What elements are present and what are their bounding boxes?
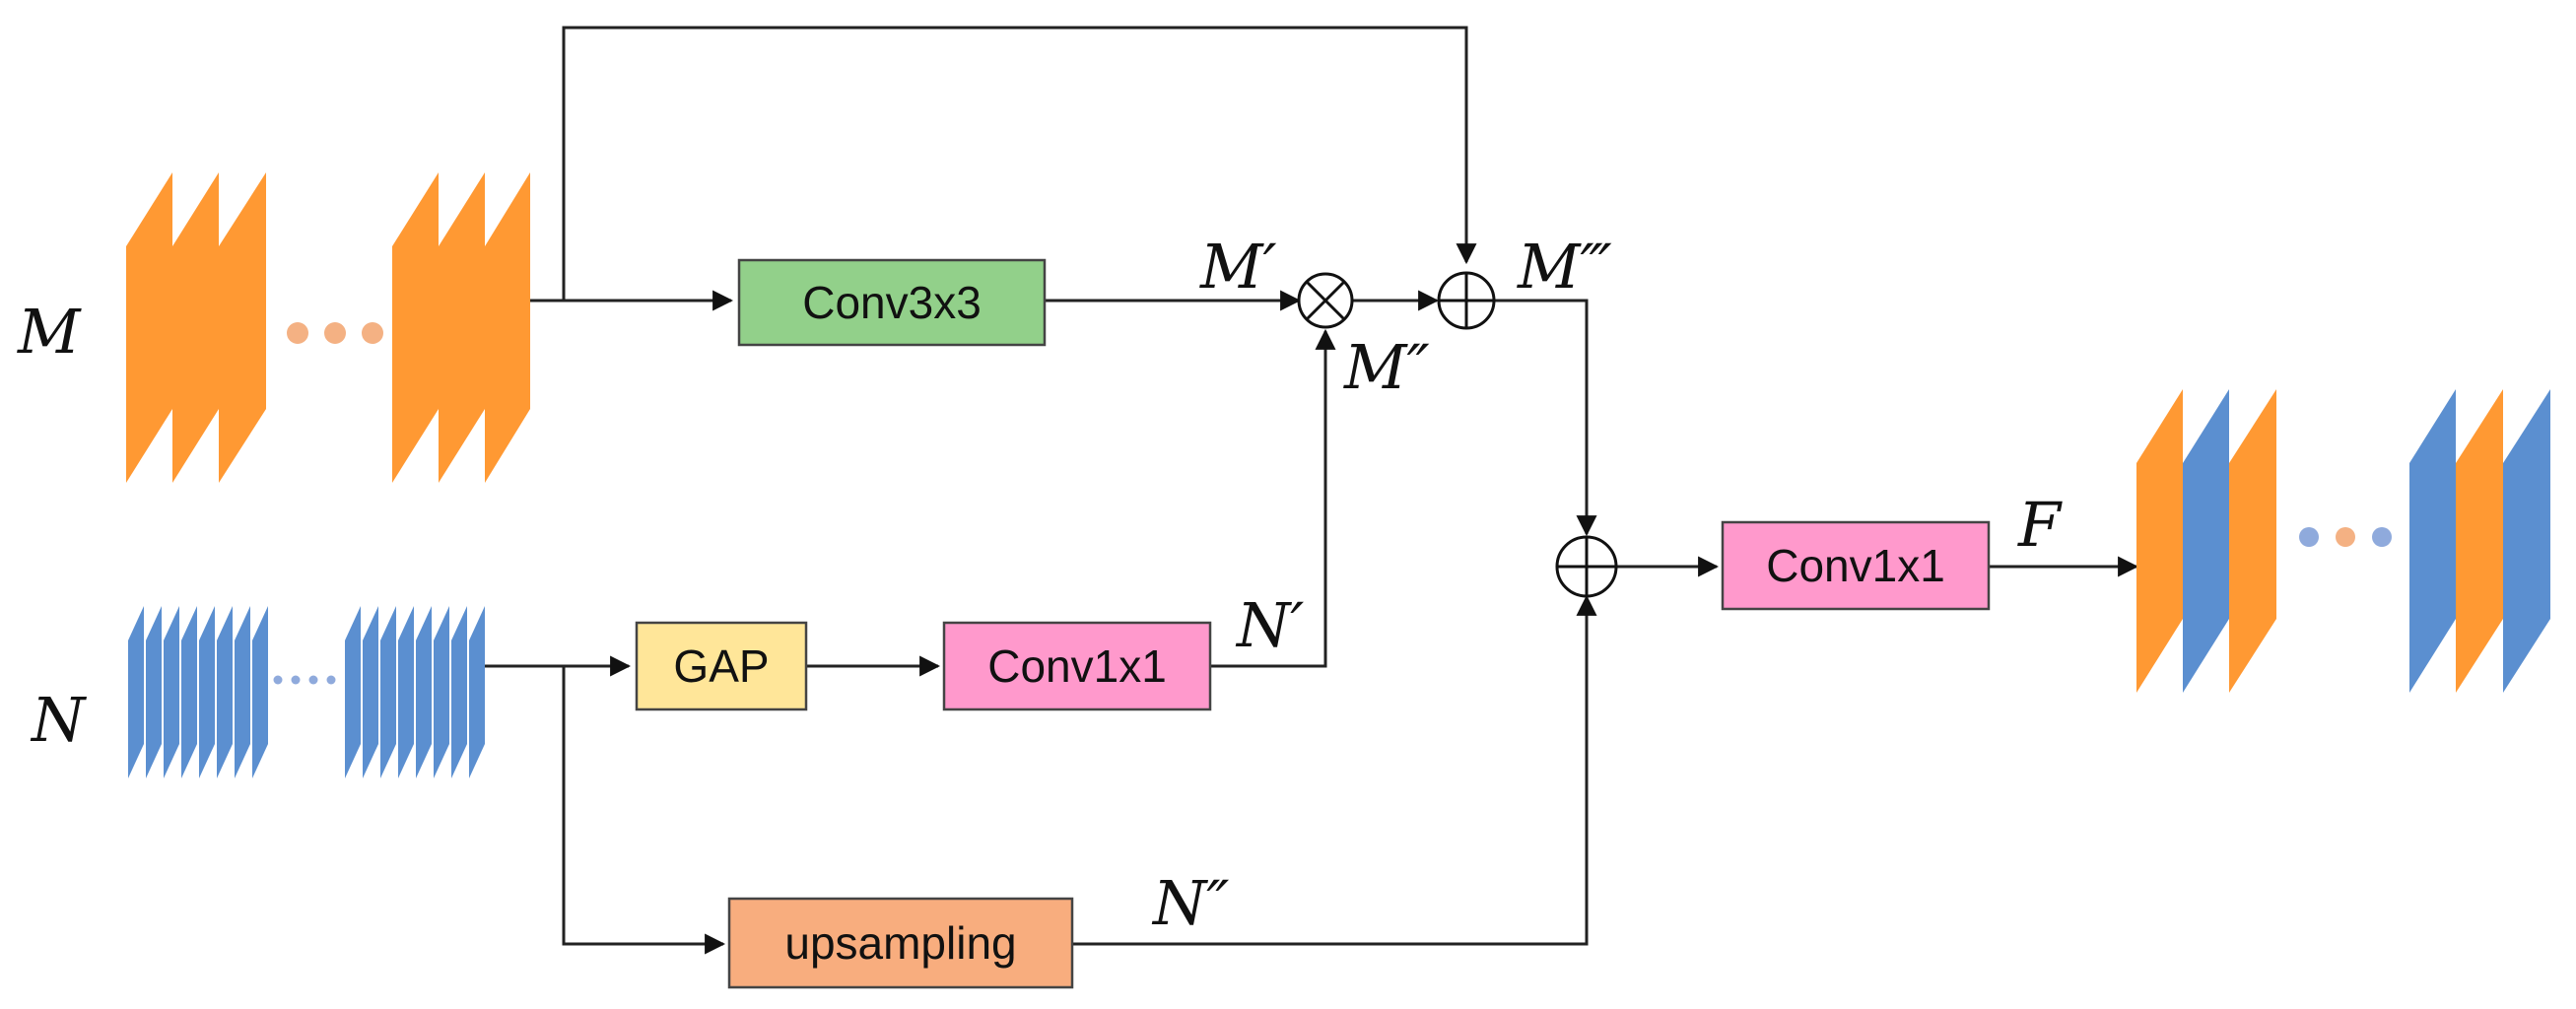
m-input-label: M (17, 296, 82, 368)
add-to-fusion-arrow (1494, 299, 1597, 537)
n-input-label: N (30, 684, 88, 756)
m-skip-connection (562, 26, 1477, 301)
n-prime-label: N′ (1235, 589, 1304, 661)
n-stack-left (128, 606, 268, 778)
upsampling-block: upsampling (727, 897, 1074, 989)
m-triple-prime-label: M‴ (1517, 231, 1612, 303)
f-stack-ellipsis (2299, 527, 2392, 547)
gap-block: GAP (635, 621, 808, 711)
n-to-upsampling-arrow (562, 666, 726, 955)
n-feature-stack (128, 606, 485, 778)
conv1x1-n-block: Conv1x1 (942, 621, 1212, 711)
m-stack-ellipsis (287, 322, 383, 344)
n-double-prime-label: N″ (1151, 867, 1229, 939)
m-feature-stack (126, 172, 530, 483)
multiply-operator-icon (1297, 272, 1354, 329)
conv1x1-to-multiply-arrow (1210, 328, 1336, 668)
gap-label: GAP (673, 640, 769, 692)
m-prime-label: M′ (1199, 231, 1277, 303)
conv1x1-n-label: Conv1x1 (987, 640, 1167, 692)
n-stack-ellipsis (273, 675, 336, 685)
connections (485, 26, 2139, 955)
n-stack-right (345, 606, 485, 778)
f-stack-right (2409, 389, 2550, 693)
conv1x1-out-block: Conv1x1 (1721, 520, 1991, 611)
upsampling-to-fusion-arrow (1072, 594, 1597, 946)
f-output-stack (2136, 389, 2550, 693)
conv1x1-out-label: Conv1x1 (1766, 540, 1945, 591)
m-double-prime-label: M″ (1343, 331, 1430, 403)
m-stack-right (392, 172, 530, 483)
add-operator-icon (1437, 271, 1496, 330)
f-output-label: F (2017, 489, 2063, 561)
conv3x3-label: Conv3x3 (802, 277, 982, 328)
fusion-add-operator-icon (1555, 535, 1618, 598)
upsampling-label: upsampling (784, 917, 1016, 969)
f-stack-left (2136, 389, 2276, 693)
conv3x3-block: Conv3x3 (737, 258, 1047, 347)
m-stack-left (126, 172, 266, 483)
